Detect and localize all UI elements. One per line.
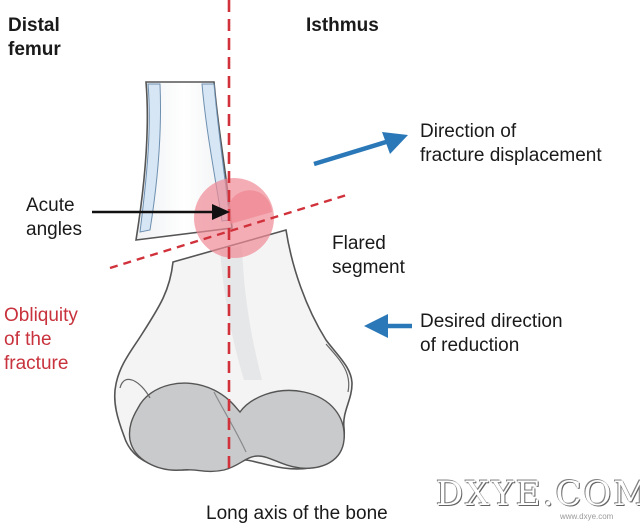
label-desired-direction: Desired direction of reduction [420, 311, 563, 356]
acute-angle-circle [194, 178, 274, 258]
acute-angle-region [194, 178, 274, 258]
shaft-cortex-left [139, 83, 162, 233]
label-acute-angles: Acute angles [26, 195, 82, 240]
label-isthmus: Isthmus [306, 15, 379, 36]
epicondyle-detail [325, 343, 350, 393]
flared-shading [220, 246, 262, 380]
label-long-axis: Long axis of the bone [206, 503, 388, 524]
displacement-arrow [313, 132, 408, 167]
label-distal-femur: Distal femur [8, 15, 61, 60]
label-direction-of-displacement: Direction of fracture displacement [420, 121, 602, 166]
label-flared-segment: Flared segment [332, 233, 405, 278]
watermark: DXYE.COM [436, 474, 640, 514]
distal-bone-fragment [113, 228, 353, 473]
reduction-arrow [364, 314, 412, 338]
condyle [128, 382, 345, 473]
label-obliquity: Obliquity of the fracture [4, 305, 78, 374]
watermark-sub: www.dxye.com [560, 512, 614, 521]
condyle-detail [119, 378, 151, 399]
acute-angle-pointer-arrow [92, 204, 230, 220]
